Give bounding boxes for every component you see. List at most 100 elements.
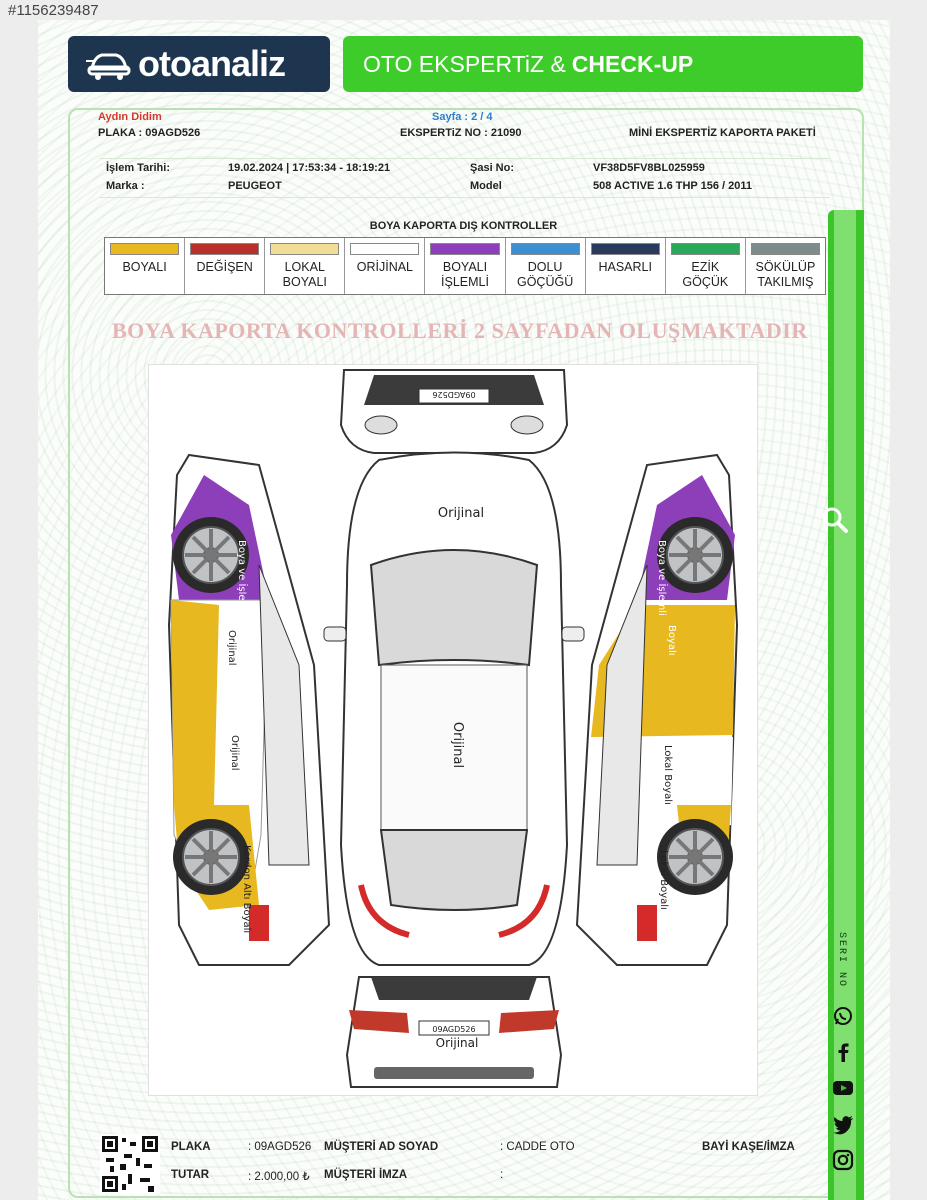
chassis-value: VF38D5FV8BL025959 [593, 162, 705, 174]
make-label: Marka : [106, 180, 145, 192]
legend-label: ORİJİNAL [345, 260, 424, 275]
brand-logo[interactable]: otoanaliz [68, 36, 330, 92]
rear-plate: 09AGD526 [432, 1025, 475, 1034]
dealer-name: Aydın Didim [98, 111, 162, 123]
date-value: 19.02.2024 | 17:53:34 - 18:19:21 [228, 162, 391, 174]
right-rear-fender-label: Lokal Boyalı [658, 850, 669, 910]
car-damage-diagram: 09AGD526 Orijinal Orijinal [148, 364, 758, 1096]
footer-signature-label: MÜŞTERİ İMZA [324, 1169, 408, 1181]
legend-swatch [750, 243, 820, 255]
package-name: MİNİ EKSPERTİZ KAPORTA PAKETİ [629, 127, 816, 139]
twitter-icon[interactable] [832, 1113, 854, 1135]
front-plate: 09AGD526 [432, 390, 475, 399]
roof-label: Orijinal [450, 722, 465, 768]
legend-label: BOYALI [105, 260, 184, 275]
legend-label-line2: TAKILMIŞ [757, 275, 814, 289]
right-rear-door-label: Lokal Boyalı [662, 745, 673, 805]
legend-item: HASARLI [586, 238, 666, 294]
plate-number: PLAKA : 09AGD526 [98, 127, 201, 139]
footer-total-value: : 2.000,00 ₺ [248, 1171, 310, 1183]
legend-label-line1: ORİJİNAL [356, 260, 414, 274]
legend-label-line1: BOYALI [122, 260, 167, 274]
legend-item: BOYALI [105, 238, 186, 294]
qr-code[interactable] [100, 1134, 160, 1194]
legend-label-line1: DOLU [527, 260, 563, 274]
legend-swatch [510, 243, 580, 255]
legend-swatch [110, 243, 180, 255]
logo-text: otoanaliz [138, 43, 286, 84]
legend-item: DEĞİŞEN [185, 238, 266, 294]
model-value: 508 ACTIVE 1.6 THP 156 / 2011 [593, 180, 752, 192]
legend-swatch [430, 243, 500, 255]
model-label: Model [470, 180, 502, 192]
top-view: Orijinal Orijinal [323, 451, 585, 966]
instagram-icon[interactable] [832, 1149, 854, 1171]
left-front-fender-label: Boya ve İşlemli [236, 540, 249, 616]
left-front-door-label: Orijinal [226, 630, 237, 666]
make-value: PEUGEOT [228, 180, 282, 192]
legend-label-line2: BOYALI [282, 275, 327, 289]
expertise-number: EKSPERTiZ NO : 21090 [400, 127, 522, 139]
right-side-view: Boya ve İşlemli Boyalı Lokal Boyalı Loka… [575, 453, 739, 966]
footer-plate-value: : 09AGD526 [248, 1141, 312, 1153]
legend-label-line1: LOKAL [284, 260, 325, 274]
right-front-fender-label: Boya ve İşlemli [656, 540, 669, 616]
legend-label-line2: İŞLEMLİ [441, 275, 489, 289]
listing-id: #1156239487 [8, 2, 99, 19]
date-label: İşlem Tarihi: [106, 162, 170, 174]
header-title: OTO EKSPERTiZ & CHECK-UP [343, 36, 863, 92]
legend-item: ORİJİNAL [345, 238, 426, 294]
footer-total-label: TUTAR [171, 1169, 210, 1181]
footer-plate-label: PLAKA [171, 1141, 211, 1153]
legend-label-line1: BOYALI [442, 260, 488, 274]
hood-label: Orijinal [438, 506, 484, 521]
legend-label: DEĞİŞEN [185, 260, 264, 275]
rear-label: Orijinal [436, 1036, 479, 1050]
legend-swatch [190, 243, 260, 255]
search-icon[interactable] [820, 505, 850, 535]
header-title-bold: CHECK-UP [571, 50, 694, 77]
legend-label-line1: HASARLI [598, 260, 652, 274]
serial-label: SERI NO [836, 932, 847, 989]
footer-customer-value: : CADDE OTO [500, 1141, 575, 1153]
legend-label-line2: GÖÇÜK [682, 275, 729, 289]
header-title-regular: OTO EKSPERTiZ & [363, 50, 566, 77]
legend-label-line2: GÖÇÜĞÜ [516, 275, 574, 289]
footer-dealer-stamp: BAYİ KAŞE/İMZA [702, 1141, 795, 1153]
side-stripe-inner [834, 210, 856, 1200]
legend-label-line1: EZİK [691, 260, 720, 274]
whatsapp-icon[interactable] [832, 1005, 854, 1027]
car-diagram-svg: 09AGD526 Orijinal Orijinal [167, 369, 739, 1088]
legend-swatch [590, 243, 660, 255]
left-side-view: Boya ve İşlemli Orijinal Orijinal Kordon… [167, 453, 331, 966]
left-rear-fender-label: Kordon Altı Boyalı [241, 845, 252, 933]
right-front-door-label: Boyalı [666, 625, 677, 656]
left-rear-door-label: Orijinal [229, 735, 240, 771]
chassis-label: Şasi No: [470, 162, 515, 174]
car-logo-icon [86, 53, 131, 80]
facebook-icon[interactable] [832, 1041, 854, 1063]
footer-customer-label: MÜŞTERİ AD SOYAD [324, 1141, 439, 1153]
legend-label: HASARLI [586, 260, 665, 275]
rear-view: 09AGD526 Orijinal [345, 976, 563, 1088]
warning-text: BOYA KAPORTA KONTROLLERİ 2 SAYFADAN OLUŞ… [112, 318, 808, 343]
page-number: Sayfa : 2 / 4 [432, 111, 493, 123]
legend-swatch [670, 243, 740, 255]
legend-swatch [350, 243, 420, 255]
youtube-icon[interactable] [832, 1077, 854, 1099]
legend-label-line1: SÖKÜLÜP [755, 260, 816, 274]
vehicle-info [100, 158, 830, 198]
legend-swatch [270, 243, 340, 255]
footer-signature-value: : [500, 1169, 504, 1181]
